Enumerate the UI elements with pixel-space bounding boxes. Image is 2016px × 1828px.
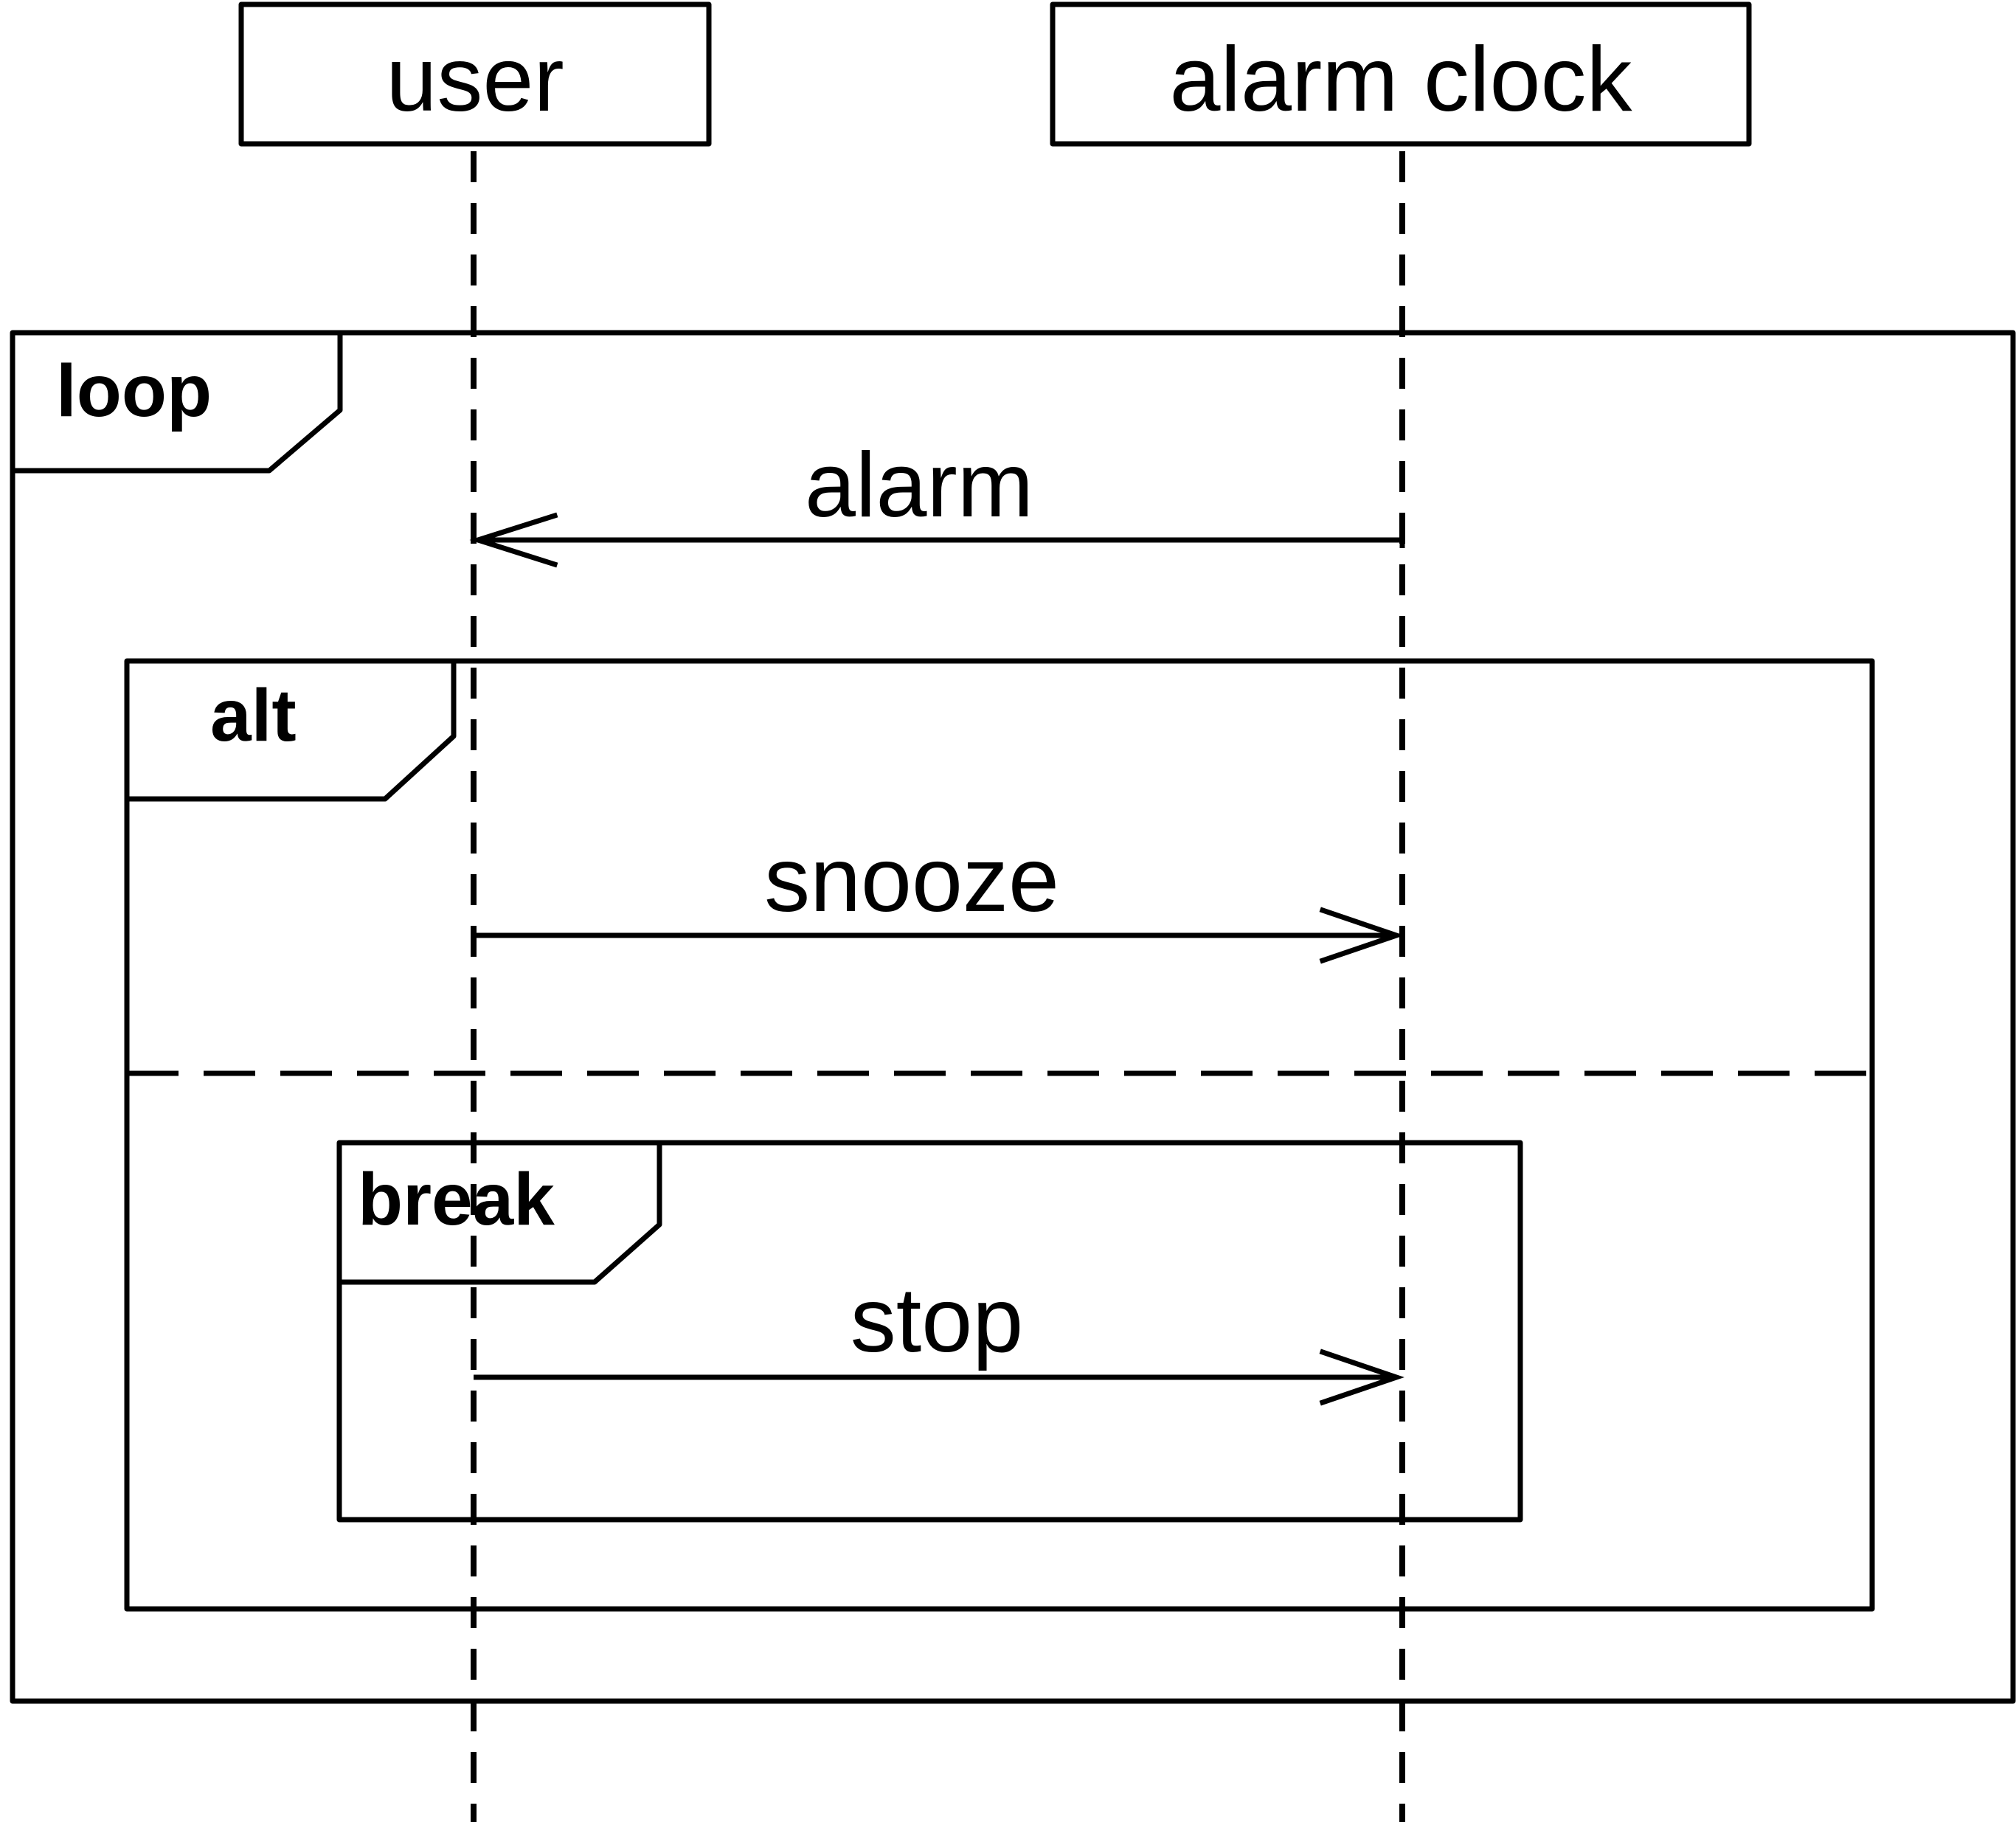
participant-user-box (238, 1, 712, 147)
message-stop-arrowhead (1319, 1349, 1404, 1406)
participant-user-label: user (386, 29, 564, 131)
message-snooze-arrowhead (1319, 907, 1404, 964)
participant-user[interactable]: user (238, 1, 712, 147)
alt-frame-border (124, 658, 1875, 1612)
alt-frame: alt (124, 658, 1875, 1612)
message-alarm: alarm (469, 435, 1405, 568)
alt-frame-tab (127, 658, 457, 802)
participant-alarm-clock[interactable]: alarm clock (1050, 1, 1752, 147)
alt-frame-label: alt (210, 674, 297, 757)
message-stop-label: stop (851, 1270, 1023, 1371)
message-snooze: snooze (471, 829, 1404, 964)
message-stop: stop (474, 1270, 1404, 1406)
loop-frame-tab (13, 330, 343, 474)
message-snooze-label: snooze (764, 829, 1059, 931)
break-frame-tab (339, 1140, 662, 1285)
message-alarm-line (478, 537, 1405, 548)
loop-frame: loop (10, 330, 2016, 1704)
message-snooze-line (471, 932, 1396, 943)
break-frame: break (336, 1140, 1523, 1523)
message-alarm-label: alarm (805, 435, 1033, 536)
participant-alarm-clock-label: alarm clock (1169, 29, 1632, 131)
break-frame-border (336, 1140, 1523, 1523)
loop-frame-border (10, 330, 2016, 1704)
loop-frame-label: loop (56, 350, 212, 432)
message-alarm-arrowhead (469, 512, 558, 568)
participant-alarm-clock-box (1050, 1, 1752, 147)
break-frame-label: break (358, 1158, 555, 1241)
